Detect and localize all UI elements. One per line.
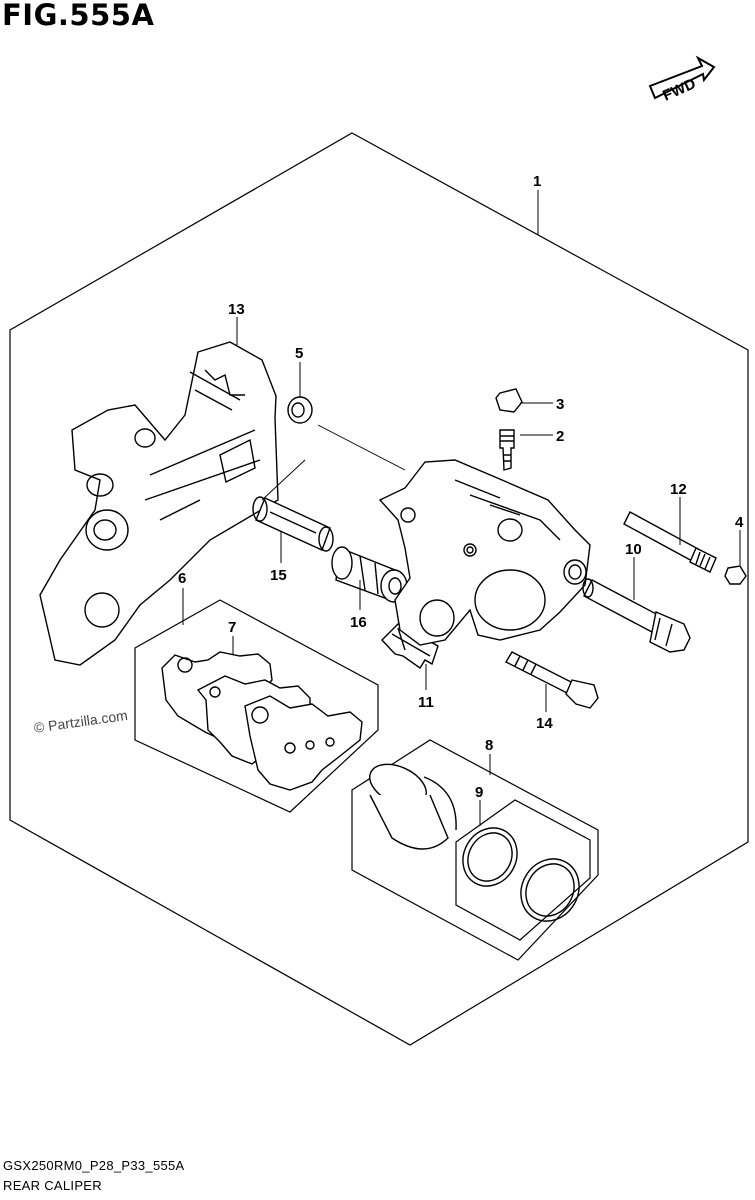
diagram-name: REAR CALIPER xyxy=(3,1178,102,1193)
callout-leaders xyxy=(182,190,741,826)
callout-10: 10 xyxy=(625,541,642,558)
nut-part-4 xyxy=(724,565,747,585)
callout-11: 11 xyxy=(418,694,434,711)
callout-14: 14 xyxy=(536,715,553,732)
figure-title: FIG.555A xyxy=(2,0,155,32)
cap-part-3 xyxy=(495,388,523,413)
callout-8: 8 xyxy=(485,737,493,754)
assembly-1-outline xyxy=(9,132,749,1046)
boot-part-16 xyxy=(331,546,408,603)
callout-15: 15 xyxy=(270,567,287,584)
callout-9: 9 xyxy=(475,784,483,801)
callout-5: 5 xyxy=(295,345,303,362)
bolt-part-14 xyxy=(505,651,599,709)
callout-1: 1 xyxy=(533,173,541,190)
callout-labels: 1 2 3 4 5 6 7 8 9 10 11 12 13 14 15 16 xyxy=(178,173,744,801)
pad-set-6-outline xyxy=(134,599,379,813)
diagram-code: GSX250RM0_P28_P33_555A xyxy=(3,1158,185,1173)
seals-part-9 xyxy=(462,827,580,922)
piston xyxy=(369,763,457,850)
seal-set-9-outline xyxy=(455,799,591,941)
callout-12: 12 xyxy=(670,481,687,498)
callout-7: 7 xyxy=(228,619,236,636)
bracket-part-13 xyxy=(39,341,279,666)
callout-16: 16 xyxy=(350,614,367,631)
callout-3: 3 xyxy=(556,396,564,413)
boot-part-5 xyxy=(287,396,313,424)
pin-bolt-part-10 xyxy=(582,578,691,653)
callout-2: 2 xyxy=(556,428,564,445)
callout-4: 4 xyxy=(735,514,744,531)
brake-pads-part-7 xyxy=(161,651,363,791)
piston-set-8-outline xyxy=(351,739,599,961)
callout-13: 13 xyxy=(228,301,245,318)
caliper-body xyxy=(378,459,591,646)
pin-part-12 xyxy=(623,511,717,573)
fwd-direction-badge: FWD xyxy=(648,55,716,105)
bleeder-screw-part-2 xyxy=(499,429,515,471)
sleeve-part-15 xyxy=(252,496,334,552)
callout-6: 6 xyxy=(178,570,186,587)
